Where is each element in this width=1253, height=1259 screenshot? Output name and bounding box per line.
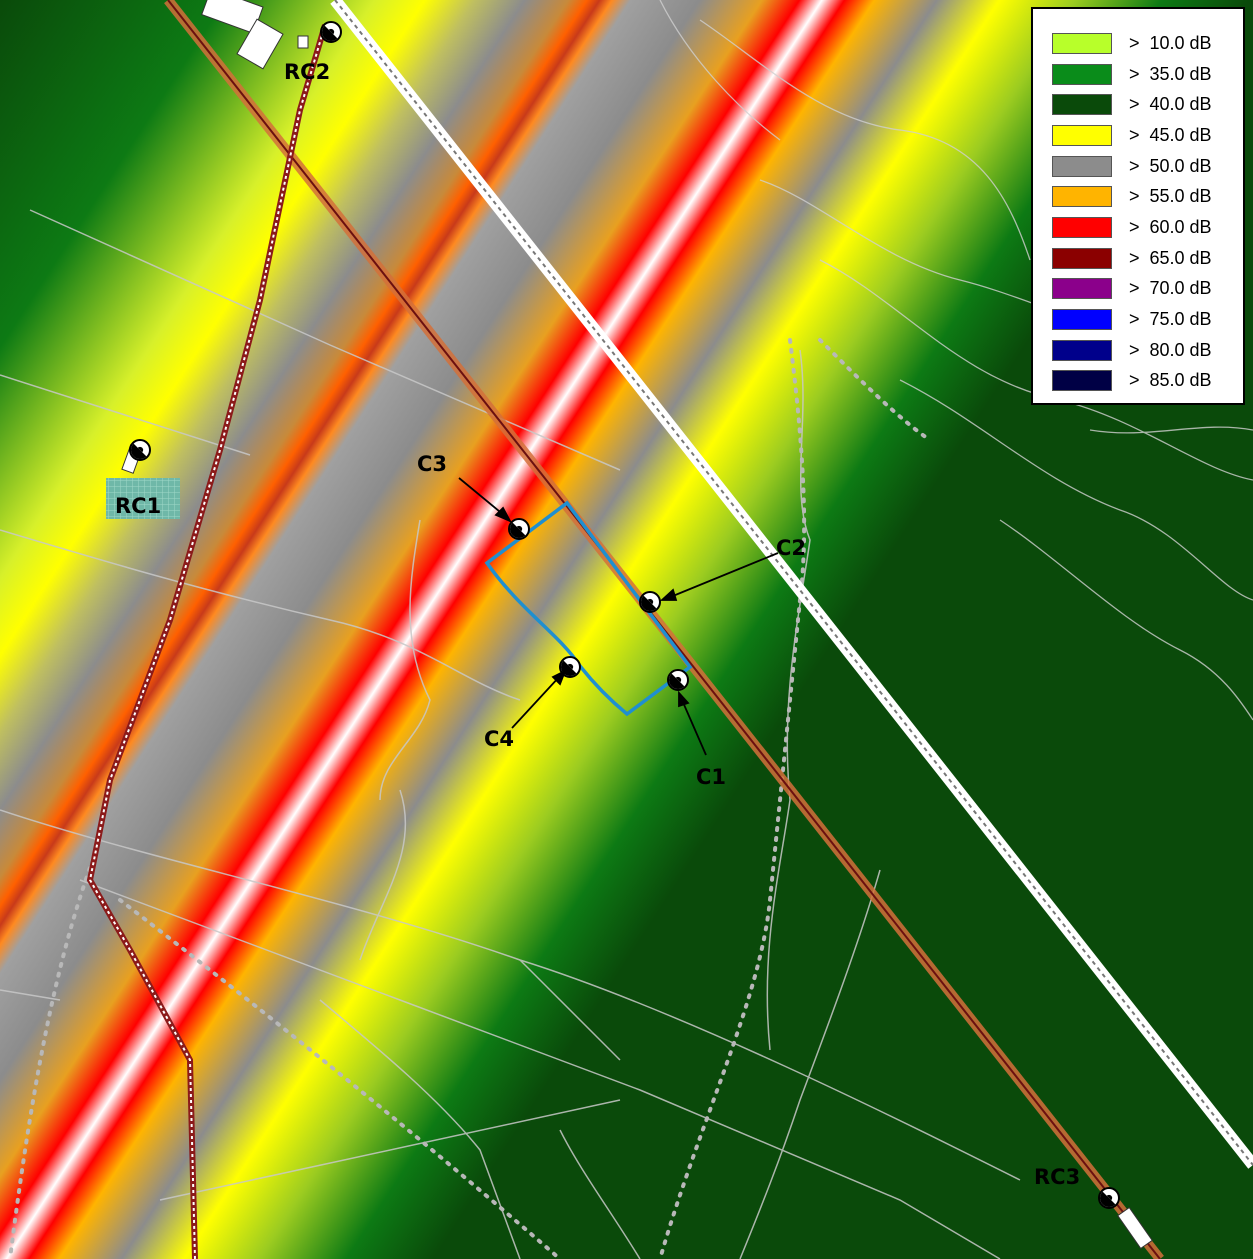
buildings-top xyxy=(201,0,309,70)
legend-row: >40.0 dB xyxy=(1033,89,1243,120)
legend-swatch xyxy=(1052,339,1112,361)
legend-row: >55.0 dB xyxy=(1033,181,1243,212)
legend-symbol: > xyxy=(1129,278,1140,299)
legend-symbol: > xyxy=(1129,339,1140,360)
legend-symbol: > xyxy=(1129,32,1140,53)
parcel-lines xyxy=(0,209,1021,1259)
legend-swatch xyxy=(1052,155,1112,177)
power-line-dotted xyxy=(658,338,807,1259)
legend-symbol: > xyxy=(1129,216,1140,237)
legend-label: 10.0 dB xyxy=(1149,32,1212,53)
rc1-label-box xyxy=(106,478,180,519)
legend-symbol: > xyxy=(1129,186,1140,207)
legend-label: 65.0 dB xyxy=(1149,247,1212,268)
label-c3: C3 xyxy=(417,452,447,476)
legend-label: 50.0 dB xyxy=(1149,155,1212,176)
label-c2: C2 xyxy=(776,536,806,560)
legend-label: 80.0 dB xyxy=(1149,339,1212,360)
country-road xyxy=(86,24,328,1259)
legend-swatch xyxy=(1052,32,1112,54)
legend-label: 45.0 dB xyxy=(1149,124,1212,145)
legend-label: 85.0 dB xyxy=(1149,370,1212,391)
legend-swatch xyxy=(1052,309,1112,331)
legend-label: 75.0 dB xyxy=(1149,309,1212,330)
legend-label: 60.0 dB xyxy=(1149,216,1212,237)
legend-symbol: > xyxy=(1129,155,1140,176)
legend-swatch xyxy=(1052,247,1112,269)
legend-label: 70.0 dB xyxy=(1149,278,1212,299)
legend-swatch xyxy=(1052,186,1112,208)
legend-symbol: > xyxy=(1129,370,1140,391)
label-c1: C1 xyxy=(696,765,726,789)
power-line-dotted-2 xyxy=(818,338,932,442)
legend-swatch xyxy=(1052,216,1112,238)
legend-row: >80.0 dB xyxy=(1033,335,1243,366)
legend-row: >65.0 dB xyxy=(1033,243,1243,274)
legend-swatch xyxy=(1052,63,1112,85)
legend-label: 35.0 dB xyxy=(1149,63,1212,84)
label-rc1: RC1 xyxy=(115,494,161,518)
power-line-dotted-left xyxy=(8,838,102,1259)
legend-label: 55.0 dB xyxy=(1149,186,1212,207)
power-line-dotted-left-2 xyxy=(118,898,562,1259)
legend-symbol: > xyxy=(1129,94,1140,115)
legend-swatch xyxy=(1052,124,1112,146)
label-rc2: RC2 xyxy=(284,60,330,84)
buildings-bottom xyxy=(1117,1206,1153,1250)
legend-symbol: > xyxy=(1129,63,1140,84)
legend-row: >35.0 dB xyxy=(1033,59,1243,90)
label-arrows xyxy=(458,477,779,756)
legend-symbol: > xyxy=(1129,309,1140,330)
noise-legend: >10.0 dB >35.0 dB >40.0 dB >45.0 dB >50.… xyxy=(1031,7,1245,405)
legend-row: >75.0 dB xyxy=(1033,304,1243,335)
legend-swatch xyxy=(1052,278,1112,300)
label-rc3: RC3 xyxy=(1034,1165,1080,1189)
legend-row: >50.0 dB xyxy=(1033,151,1243,182)
legend-row: >70.0 dB xyxy=(1033,274,1243,305)
legend-label: 40.0 dB xyxy=(1149,94,1212,115)
legend-row: >60.0 dB xyxy=(1033,212,1243,243)
legend-row: >45.0 dB xyxy=(1033,120,1243,151)
legend-symbol: > xyxy=(1129,124,1140,145)
highway xyxy=(330,0,1253,1169)
legend-row: >85.0 dB xyxy=(1033,366,1243,397)
legend-symbol: > xyxy=(1129,247,1140,268)
legend-swatch xyxy=(1052,94,1112,116)
legend-swatch xyxy=(1052,370,1112,392)
label-c4: C4 xyxy=(484,727,514,751)
legend-row: >10.0 dB xyxy=(1033,28,1243,59)
